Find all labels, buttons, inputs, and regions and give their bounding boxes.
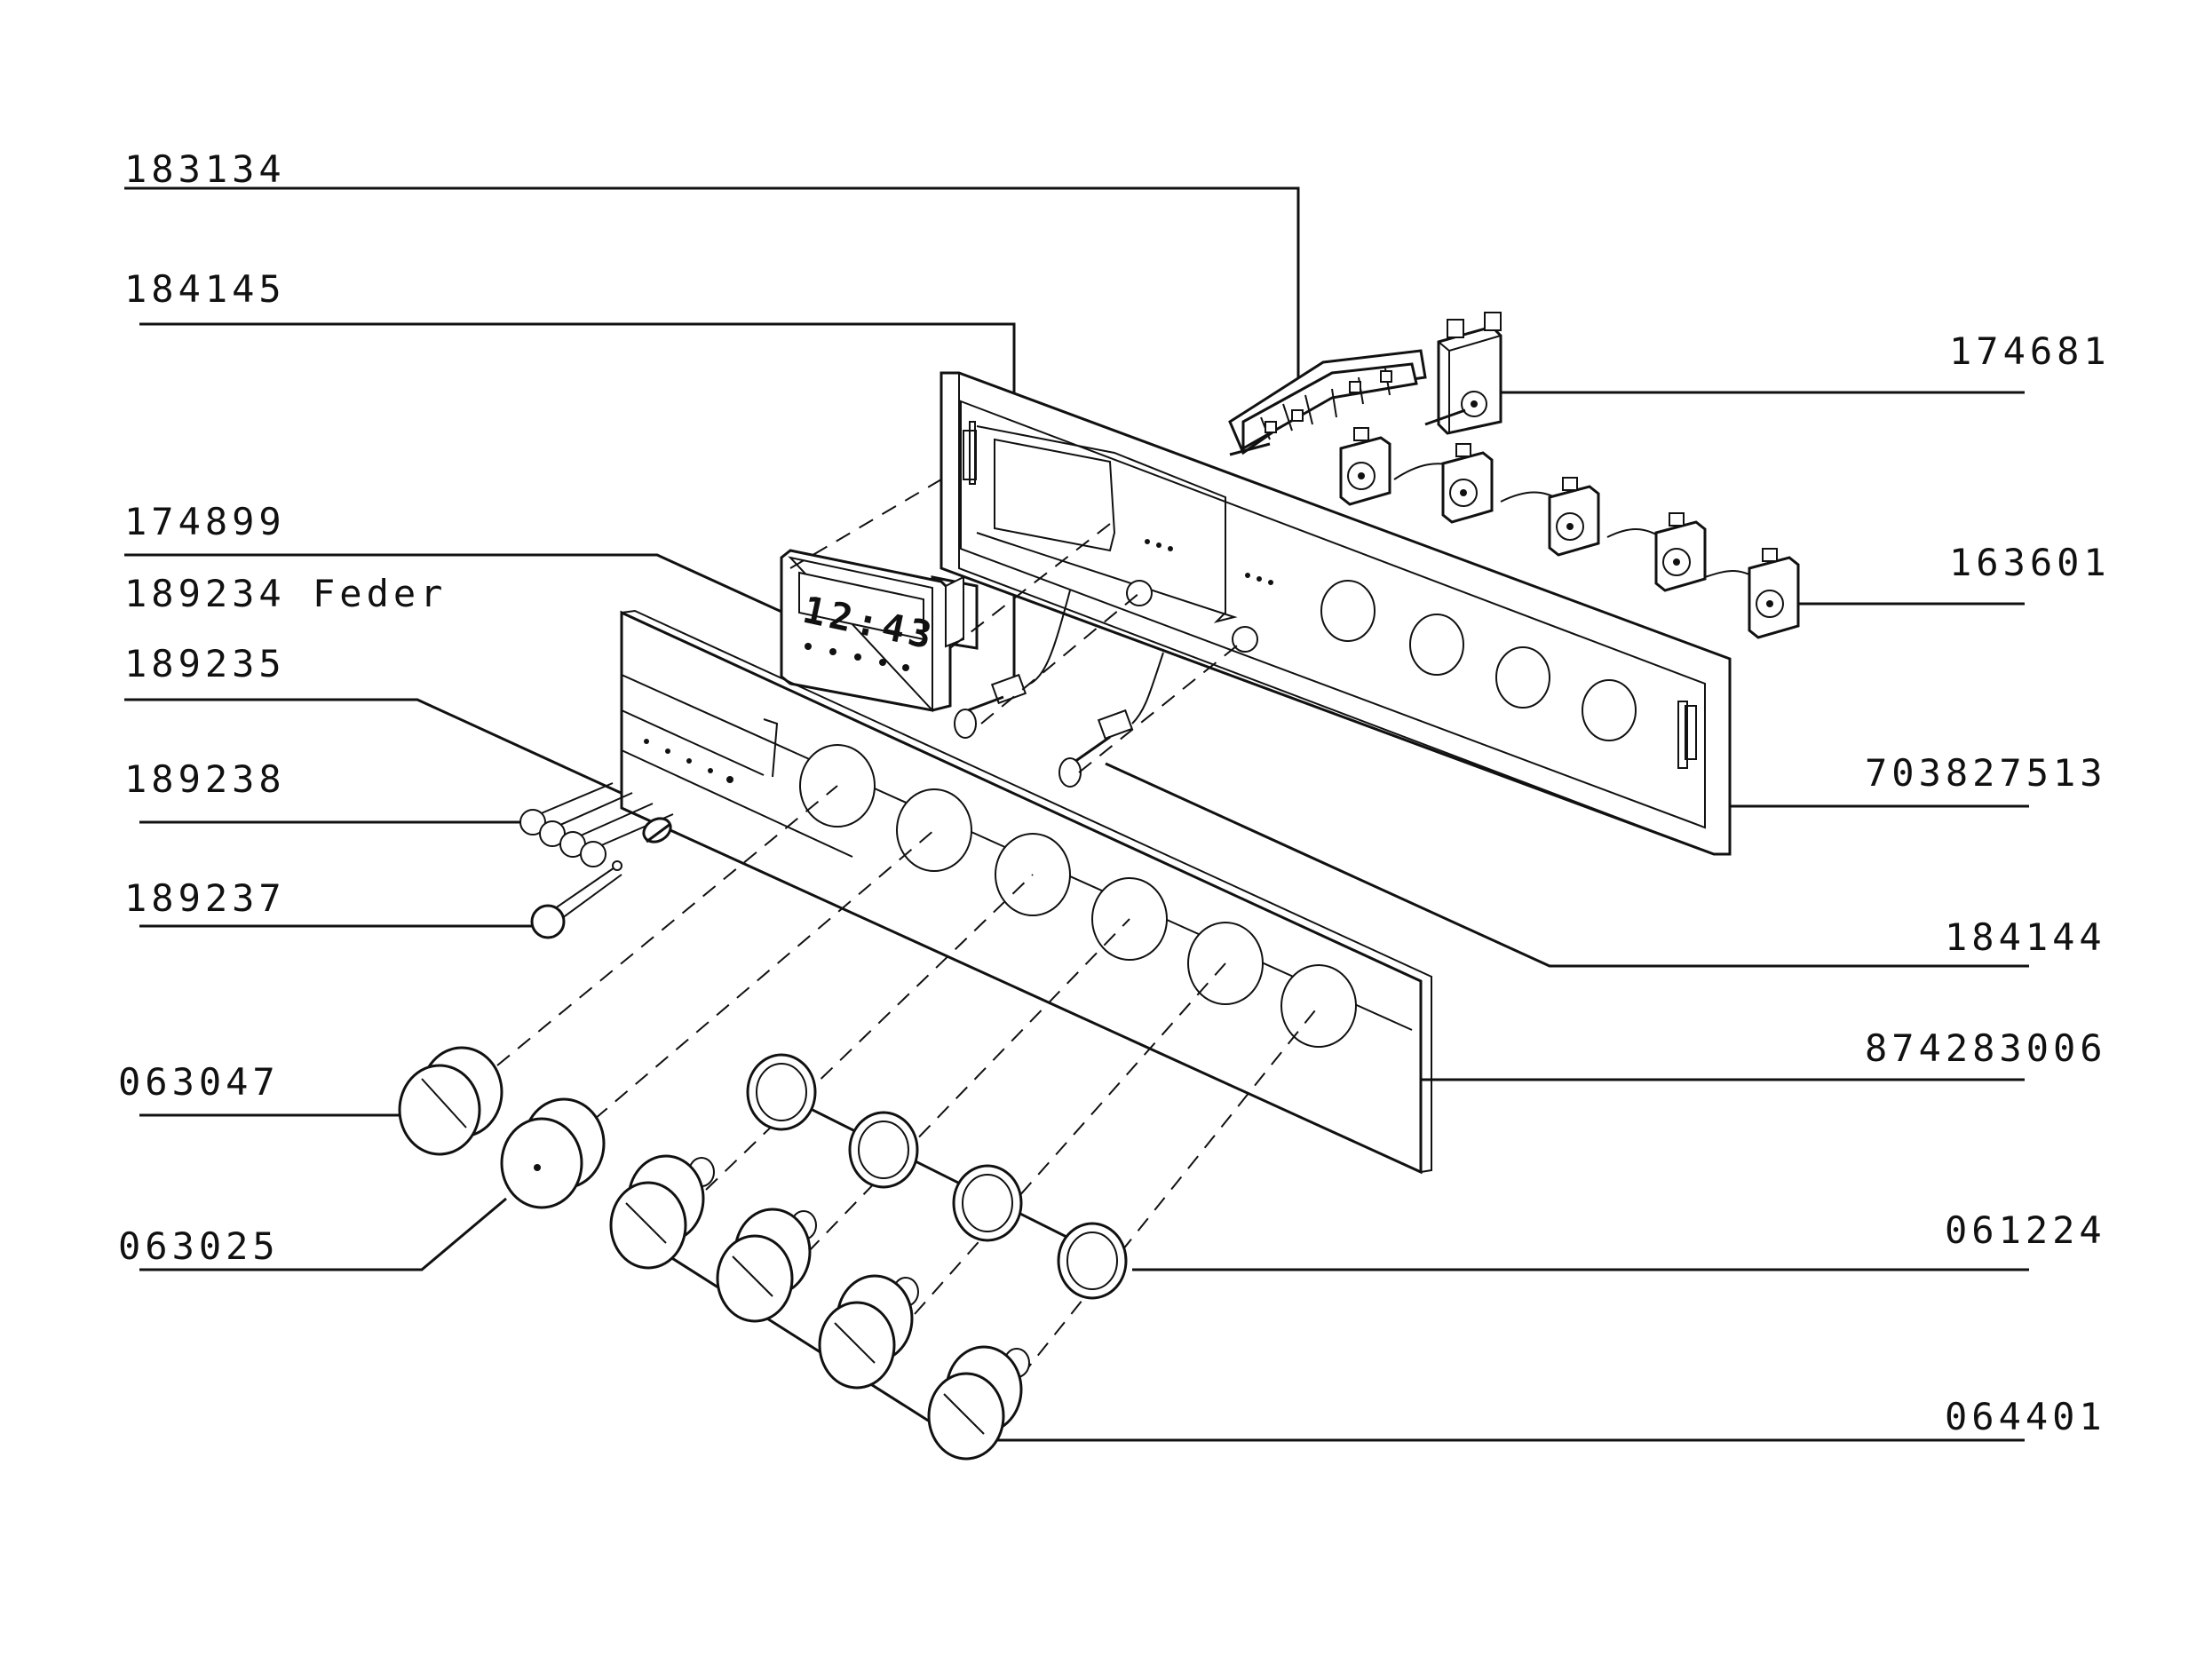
label-174681: 174681 [1949, 329, 2111, 373]
label-874283006: 874283006 [1865, 1026, 2107, 1070]
label-189237: 189237 [124, 876, 286, 920]
front-panel-874283006 [620, 609, 1432, 1175]
push-buttons-189238 [519, 782, 674, 867]
label-061224: 061224 [1945, 1208, 2106, 1252]
label-064401: 064401 [1945, 1395, 2106, 1438]
label-189235: 189235 [124, 642, 286, 685]
label-703827513: 703827513 [1865, 751, 2107, 795]
switch-174681 [1424, 312, 1502, 435]
knob-063047 [398, 1046, 503, 1156]
lamp-184145 [954, 590, 1071, 739]
knobs-064401 [609, 1154, 1030, 1461]
knob-063025 [500, 1097, 606, 1209]
energy-regulators-163601 [1339, 427, 1800, 639]
label-189234-feder: 189234 Feder [124, 572, 447, 615]
label-063047: 063047 [118, 1060, 280, 1104]
assembly-lines [496, 479, 1320, 1377]
programme-switch-183134 [1228, 349, 1427, 456]
label-184145: 184145 [124, 267, 286, 311]
clock-module-174899: 12:43 [780, 549, 979, 713]
label-183134: 183134 [124, 147, 286, 191]
label-063025: 063025 [118, 1224, 280, 1268]
lamp-184144 [1058, 652, 1164, 788]
push-button-189237 [530, 860, 622, 939]
label-189238: 189238 [124, 757, 286, 801]
label-163601: 163601 [1949, 541, 2111, 584]
bezel-rings-061224 [746, 1053, 1128, 1300]
label-174899: 174899 [124, 500, 286, 543]
rear-frame-703827513 [940, 371, 1732, 856]
label-184144: 184144 [1945, 915, 2106, 959]
